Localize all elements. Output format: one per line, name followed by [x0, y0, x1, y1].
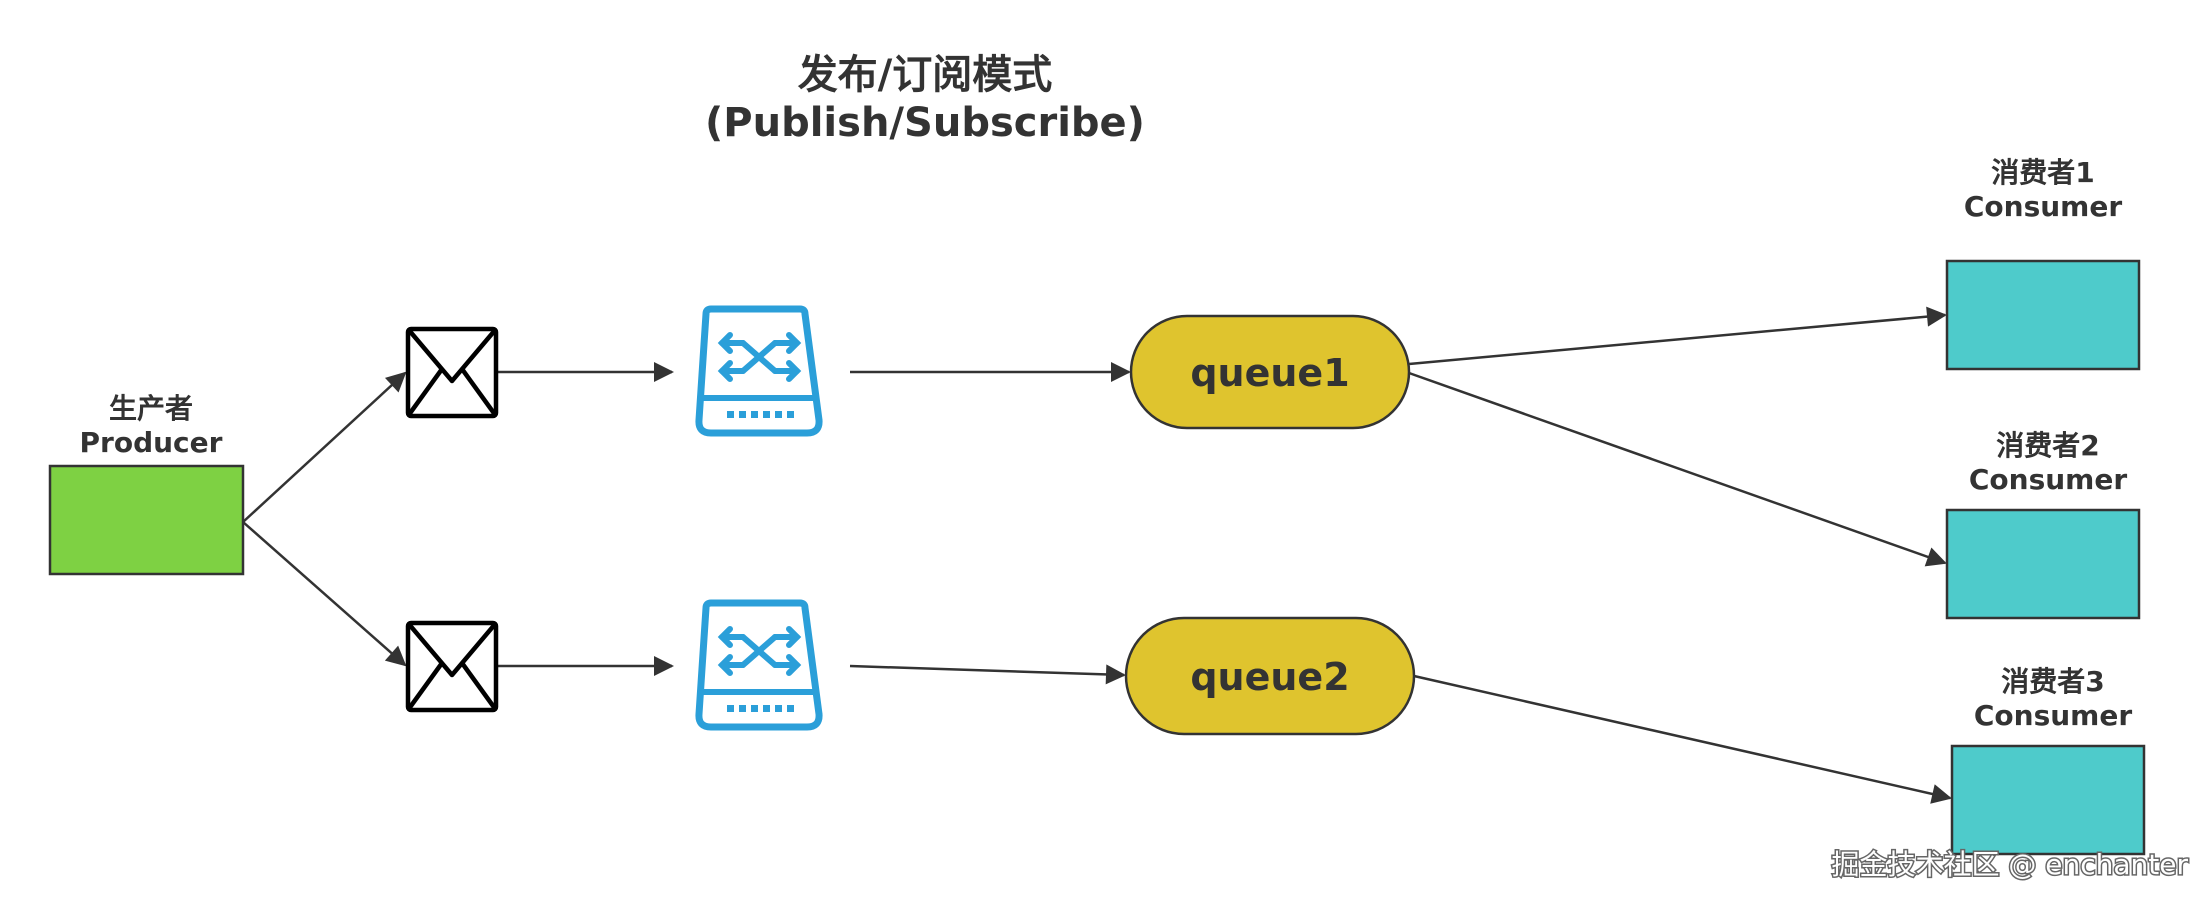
consumer2-box — [1945, 508, 2141, 620]
envelope-icon — [405, 326, 499, 419]
edge-queue1-consumer1 — [1408, 306, 1947, 366]
diagram-title-en: (Publish/Subscribe) — [705, 100, 1145, 146]
queue1-label: queue1 — [1190, 351, 1349, 395]
diagram-title-cn: 发布/订阅模式 — [798, 52, 1053, 98]
producer-label-en: Producer — [80, 426, 223, 459]
envelope-icon — [405, 620, 499, 713]
consumer1-node: 消费者1 Consumer — [1945, 156, 2141, 371]
producer-label-cn: 生产者 — [109, 392, 193, 425]
exchange-router-icon — [695, 599, 823, 731]
edge-queue2-consumer3 — [1413, 674, 1952, 804]
consumer2-label-cn: 消费者2 — [1996, 429, 2099, 462]
producer-node: 生产者 Producer — [48, 392, 245, 576]
edges — [242, 306, 1952, 804]
consumer1-label-cn: 消费者1 — [1991, 156, 2094, 189]
queue2-shape — [1124, 616, 1416, 736]
edge-producer-msg1 — [242, 371, 407, 523]
consumer1-box — [1945, 259, 2141, 371]
consumer3-box — [1950, 744, 2146, 856]
edge-exchange2-queue2 — [849, 664, 1126, 685]
consumer3-label-cn: 消费者3 — [2001, 665, 2104, 698]
consumer2-node: 消费者2 Consumer — [1945, 429, 2141, 620]
consumer2-label-en: Consumer — [1969, 463, 2127, 496]
queue1-node: queue1 — [1129, 314, 1411, 430]
consumer3-label-en: Consumer — [1974, 699, 2132, 732]
edge-queue1-consumer2 — [1408, 371, 1947, 567]
queue2-label: queue2 — [1190, 655, 1349, 699]
edge-producer-msg2 — [242, 521, 407, 667]
consumer3-node: 消费者3 Consumer — [1950, 665, 2146, 856]
producer-box — [48, 464, 245, 576]
queue1-shape — [1129, 314, 1411, 430]
watermark: 掘金技术社区 @ enchanter — [1831, 848, 2188, 881]
queue2-node: queue2 — [1124, 616, 1416, 736]
exchange-router-icon — [695, 305, 823, 437]
consumer1-label-en: Consumer — [1964, 190, 2122, 223]
